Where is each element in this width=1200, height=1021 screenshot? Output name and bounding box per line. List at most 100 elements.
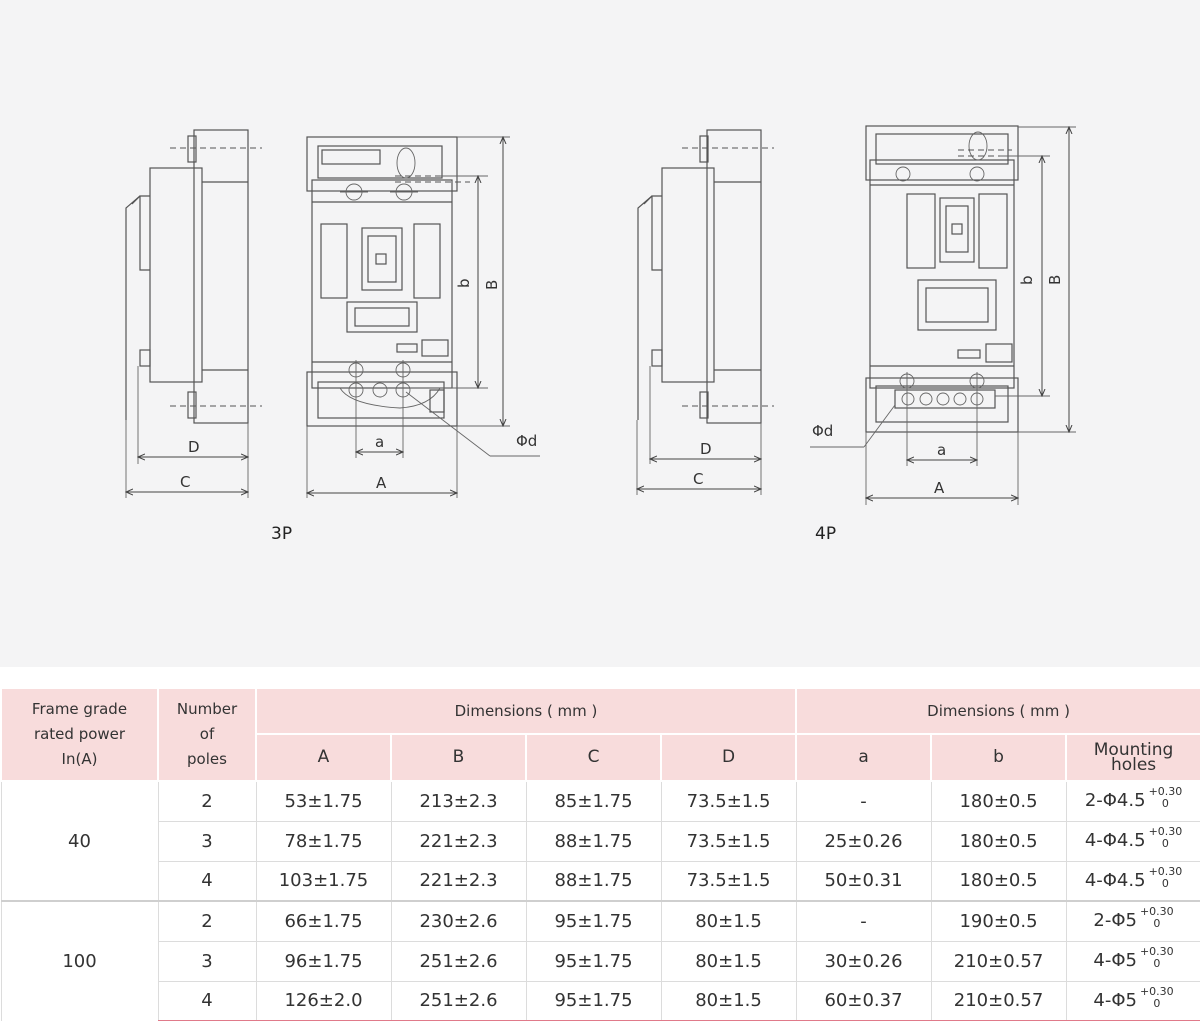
tol-upper: +0.30	[1148, 825, 1183, 838]
header-col-B: B	[390, 733, 527, 782]
header-frame-grade: Frame grade rated power In(A)	[0, 687, 159, 782]
poles-cell: 2	[157, 780, 257, 822]
table-row: 3 78±1.75 221±2.3 88±1.75 73.5±1.5 25±0.…	[1, 820, 1200, 862]
tol-upper: +0.30	[1139, 984, 1174, 998]
cell-C: 95±1.75	[525, 980, 662, 1021]
cell-b: 180±0.5	[930, 860, 1067, 902]
cell-B: 251±2.6	[390, 980, 527, 1021]
holes-value: 4-Φ5	[1093, 950, 1137, 971]
label-b-small-3p: b	[455, 278, 473, 288]
poles-cell: 4	[157, 860, 257, 902]
cell-D: 80±1.5	[660, 900, 797, 942]
cell-B: 230±2.6	[390, 900, 527, 942]
table-row: 100 2 66±1.75 230±2.6 95±1.75 80±1.5 - 1…	[0, 900, 1200, 1021]
cell-b: 180±0.5	[930, 820, 1067, 862]
tol-upper: +0.30	[1139, 945, 1174, 958]
cell-a: -	[795, 900, 932, 942]
poles-cell: 3	[157, 820, 257, 862]
cell-B: 221±2.3	[390, 820, 527, 862]
front-view-3p: a A Φd b B 3P	[271, 137, 540, 544]
cell-C: 85±1.75	[525, 780, 662, 822]
holes-value: 4-Φ4.5	[1084, 830, 1146, 851]
label-c-4p: C	[693, 470, 703, 488]
header-col-A: A	[255, 733, 392, 782]
header-dimensions-group-1: Dimensions ( mm )	[254, 687, 798, 735]
cell-A: 78±1.75	[255, 820, 392, 862]
header-mounting-holes: Mounting holes	[1065, 733, 1200, 782]
label-a-4p: A	[934, 479, 945, 497]
caption-3p: 3P	[271, 524, 292, 544]
holes-value: 4-Φ5	[1093, 989, 1137, 1011]
label-b-4p: B	[1046, 275, 1064, 285]
holes-value: 4-Φ4.5	[1084, 869, 1146, 891]
header-poles-line-2: of	[199, 725, 215, 743]
poles-cell: 3	[157, 940, 257, 982]
label-b-3p: B	[483, 280, 501, 290]
header-dimensions-group-2: Dimensions ( mm )	[795, 687, 1200, 735]
cell-D: 73.5±1.5	[660, 860, 797, 902]
cell-C: 88±1.75	[525, 820, 662, 862]
header-frame-line-1: Frame grade	[31, 700, 128, 718]
header-col-D: D	[659, 733, 798, 782]
label-phid-3p: Φd	[516, 432, 537, 450]
label-a-3p: A	[376, 474, 387, 492]
header-poles-line-3: poles	[187, 750, 227, 768]
label-b-small-4p: b	[1018, 275, 1036, 285]
cell-D: 80±1.5	[660, 940, 797, 982]
tol-upper: +0.30	[1148, 785, 1183, 799]
tol-lower: 0	[1153, 917, 1161, 931]
table-row: 3 96±1.75 251±2.6 95±1.75 80±1.5 30±0.26…	[1, 940, 1200, 982]
tol-lower: 0	[1161, 837, 1169, 850]
holes-value: 2-Φ4.5	[1084, 790, 1146, 812]
cell-C: 95±1.75	[525, 900, 662, 942]
front-view-4p: a A Φd b B 4P	[810, 125, 1076, 544]
cell-C: 95±1.75	[525, 940, 662, 982]
table-row: 4 126±2.0 251±2.6 95±1.75 80±1.5 60±0.37…	[1, 980, 1200, 1021]
label-d-4p: D	[700, 440, 712, 458]
header-col-a: a	[795, 733, 933, 782]
cell-D: 73.5±1.5	[660, 780, 797, 822]
dimension-drawing: D C	[0, 0, 1200, 667]
cell-B: 213±2.3	[390, 780, 527, 822]
holes-value: 2-Φ5	[1093, 910, 1137, 932]
cell-D: 80±1.5	[660, 980, 797, 1021]
label-d-3p: D	[188, 438, 200, 456]
side-view-3p: D C	[126, 129, 262, 498]
cell-a: 25±0.26	[795, 820, 932, 862]
tol-upper: +0.30	[1148, 864, 1183, 878]
cell-B: 251±2.6	[390, 940, 527, 982]
tol-lower: 0	[1153, 957, 1161, 970]
cell-a: 60±0.37	[795, 980, 932, 1021]
tol-upper: +0.30	[1139, 905, 1174, 919]
cell-A: 126±2.0	[255, 980, 392, 1021]
label-a-small-4p: a	[937, 441, 946, 459]
cell-C: 88±1.75	[525, 860, 662, 902]
caption-4p: 4P	[815, 524, 836, 544]
header-mounting-line-2: holes	[1110, 754, 1157, 775]
drawing-svg: D C	[0, 125, 1076, 544]
header-frame-line-3: In(A)	[61, 750, 98, 768]
frame-cell-100: 100	[0, 900, 159, 1021]
cell-a: 50±0.31	[795, 860, 932, 902]
dimensions-table: Frame grade rated power In(A) Number of …	[0, 687, 1200, 1021]
header-frame-line-2: rated power	[33, 725, 126, 743]
cell-A: 66±1.75	[255, 900, 392, 942]
tol-lower: 0	[1161, 797, 1169, 811]
cell-b: 180±0.5	[930, 780, 1067, 822]
cell-A: 53±1.75	[255, 780, 392, 822]
frame-cell-40: 40	[0, 780, 159, 902]
table-row: 40 2 53±1.75 213±2.3 85±1.75 73.5±1.5 - …	[0, 780, 1200, 902]
cell-A: 103±1.75	[255, 860, 392, 902]
table-row: 4 103±1.75 221±2.3 88±1.75 73.5±1.5 50±0…	[1, 860, 1200, 902]
poles-cell: 4	[157, 980, 257, 1021]
